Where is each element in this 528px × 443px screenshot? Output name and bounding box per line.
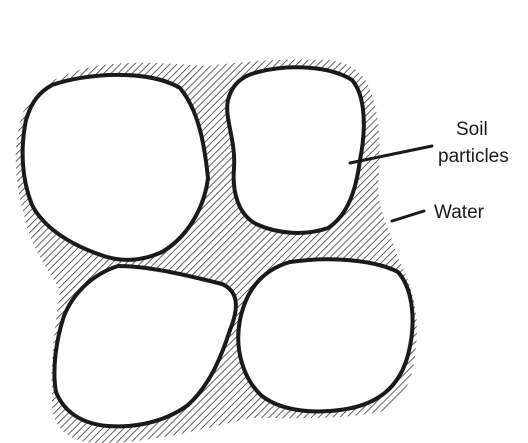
- soil-particle-top-right: [227, 67, 364, 233]
- soil-label-line1: Soil: [456, 119, 488, 140]
- soil-particle-bottom-right: [238, 259, 412, 411]
- water-label: Water: [434, 202, 485, 223]
- water-leader-line: [392, 211, 424, 221]
- soil-label-line2: particles: [438, 146, 509, 167]
